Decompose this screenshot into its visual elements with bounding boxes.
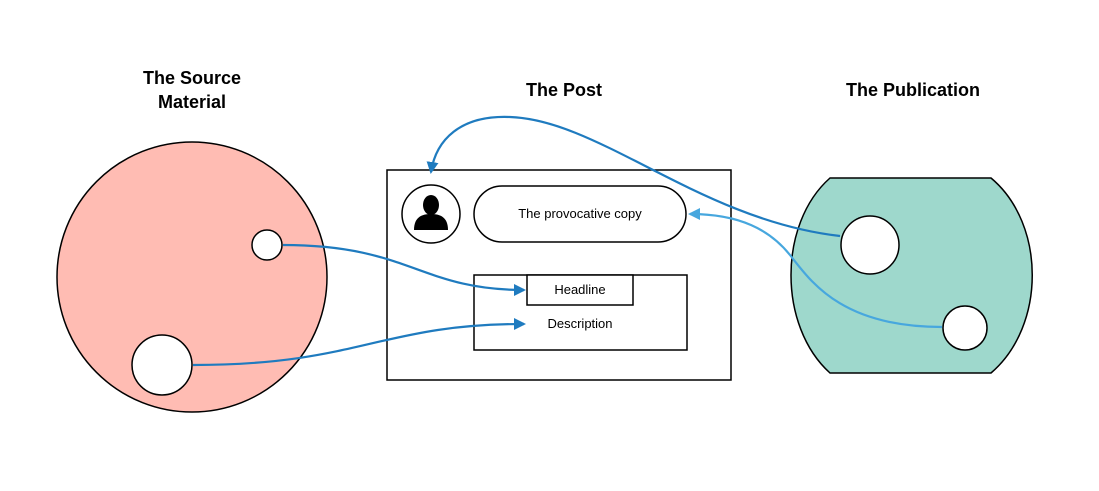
description-label: Description: [547, 316, 612, 331]
arrow-publication-to-avatar: [426, 115, 841, 238]
provocative-copy-box: [473, 185, 687, 243]
publication-node-large: [840, 215, 900, 275]
headline-box: [526, 274, 634, 306]
arrow-publication-to-copy: [688, 208, 943, 329]
provocative-copy-label: The provocative copy: [518, 206, 642, 221]
avatar: [401, 184, 461, 244]
source-material-circle: [56, 141, 328, 413]
source-node-large: [131, 334, 193, 396]
post-title: The Post: [526, 80, 602, 100]
person-silhouette-icon: [414, 195, 448, 230]
publication-shape: [790, 177, 1033, 374]
headline-label: Headline: [554, 282, 605, 297]
source-title-line2: Material: [158, 92, 226, 112]
publication-node-small: [942, 305, 988, 351]
source-node-small: [251, 229, 283, 261]
arrow-source-to-description: [192, 318, 526, 367]
source-title-line1: The Source: [143, 68, 241, 88]
arrow-source-to-headline: [282, 243, 526, 296]
publication-title: The Publication: [846, 80, 980, 100]
